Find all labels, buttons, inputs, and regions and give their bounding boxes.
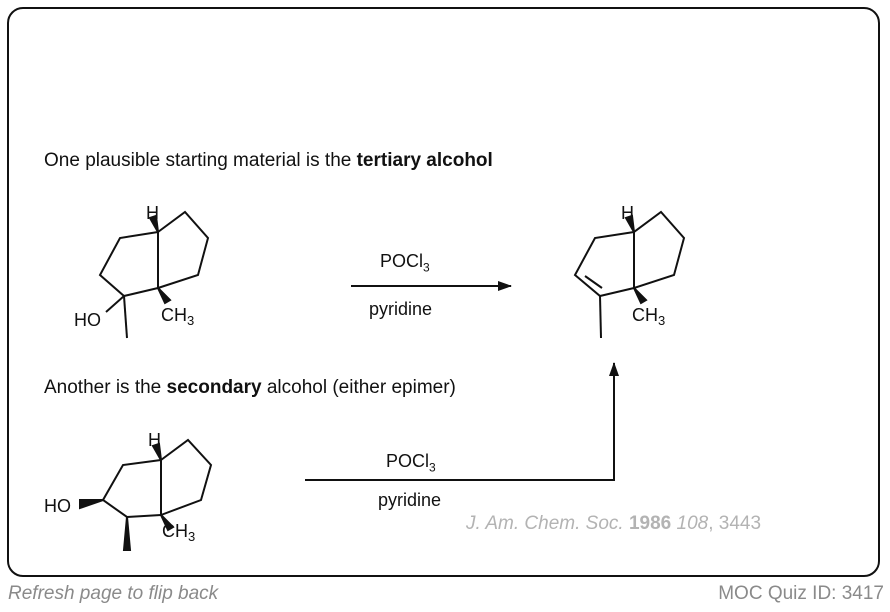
alkene-product-structure [573, 210, 686, 339]
atom-ho-1: HO [74, 310, 101, 330]
right-ring [157, 210, 210, 289]
h-wedge [151, 442, 162, 461]
reaction-arrow-2 [305, 362, 619, 481]
citation-pages: , 3443 [708, 513, 762, 534]
citation-year: 1986 [628, 513, 672, 534]
secondary-alcohol-structure [79, 438, 213, 551]
right-ring [633, 210, 686, 289]
left-ring [98, 231, 159, 298]
methyl-bond [599, 295, 602, 339]
line2-text: Another is the [44, 377, 167, 398]
right-ring [160, 438, 213, 516]
reagent-pocl3-2: POCl3 [386, 451, 436, 475]
tertiary-alcohol-structure [98, 210, 210, 339]
atom-ho-2: HO [44, 496, 71, 516]
atom-ch3-1-main: CH [161, 305, 187, 325]
atom-h-2: H [148, 430, 161, 450]
atom-h-product: H [621, 203, 634, 223]
reagent-pocl3-2-sub: 3 [429, 460, 436, 475]
methyl-bond [123, 295, 128, 339]
ch3-wedge [633, 287, 648, 305]
citation-journal: J. Am. Chem. Soc. [466, 513, 629, 534]
line2-text-end: alcohol (either epimer) [261, 377, 456, 398]
atom-ch3-product: CH3 [632, 305, 665, 328]
intro-line-tertiary: One plausible starting material is the t… [44, 150, 493, 172]
reagent-pocl3-1-main: POCl [380, 251, 424, 271]
ch3-wedge [160, 514, 175, 532]
reagent-pyridine-1: pyridine [369, 299, 433, 319]
atom-ch3-2: CH3 [162, 521, 195, 544]
quiz-id: MOC Quiz ID: 3417 [718, 583, 884, 604]
reagent-pocl3-1-sub: 3 [423, 260, 430, 275]
oh-wedge [79, 499, 104, 510]
h-wedge [624, 214, 635, 233]
atom-ch3-product-main: CH [632, 305, 658, 325]
citation-volume: 108 [676, 513, 709, 534]
refresh-hint: Refresh page to flip back [8, 583, 219, 604]
intro-line-secondary: Another is the secondary alcohol (either… [44, 377, 456, 399]
line2-bold: secondary [166, 377, 262, 398]
reagent-pyridine-2: pyridine [378, 490, 442, 510]
atom-ch3-1: CH3 [161, 305, 194, 328]
atom-ch3-product-sub: 3 [658, 313, 665, 328]
atom-ch3-2-main: CH [162, 521, 188, 541]
h-wedge [148, 214, 159, 233]
methyl-wedge [122, 516, 132, 551]
line1-text: One plausible starting material is the [44, 150, 357, 171]
left-ring [101, 459, 162, 519]
reagent-pocl3-1: POCl3 [380, 251, 430, 275]
ch3-wedge [157, 287, 172, 305]
left-ring [573, 231, 635, 298]
double-bond-inner [584, 275, 603, 289]
reagent-pocl3-2-main: POCl [386, 451, 430, 471]
quiz-card [7, 7, 880, 577]
atom-ch3-1-sub: 3 [187, 313, 194, 328]
line1-bold: tertiary alcohol [356, 150, 493, 171]
atom-ch3-2-sub: 3 [188, 529, 195, 544]
hydroxyl-bond [105, 295, 125, 313]
citation: J. Am. Chem. Soc. 1986 108, 3443 [466, 513, 761, 535]
atom-h-1: H [146, 203, 159, 223]
